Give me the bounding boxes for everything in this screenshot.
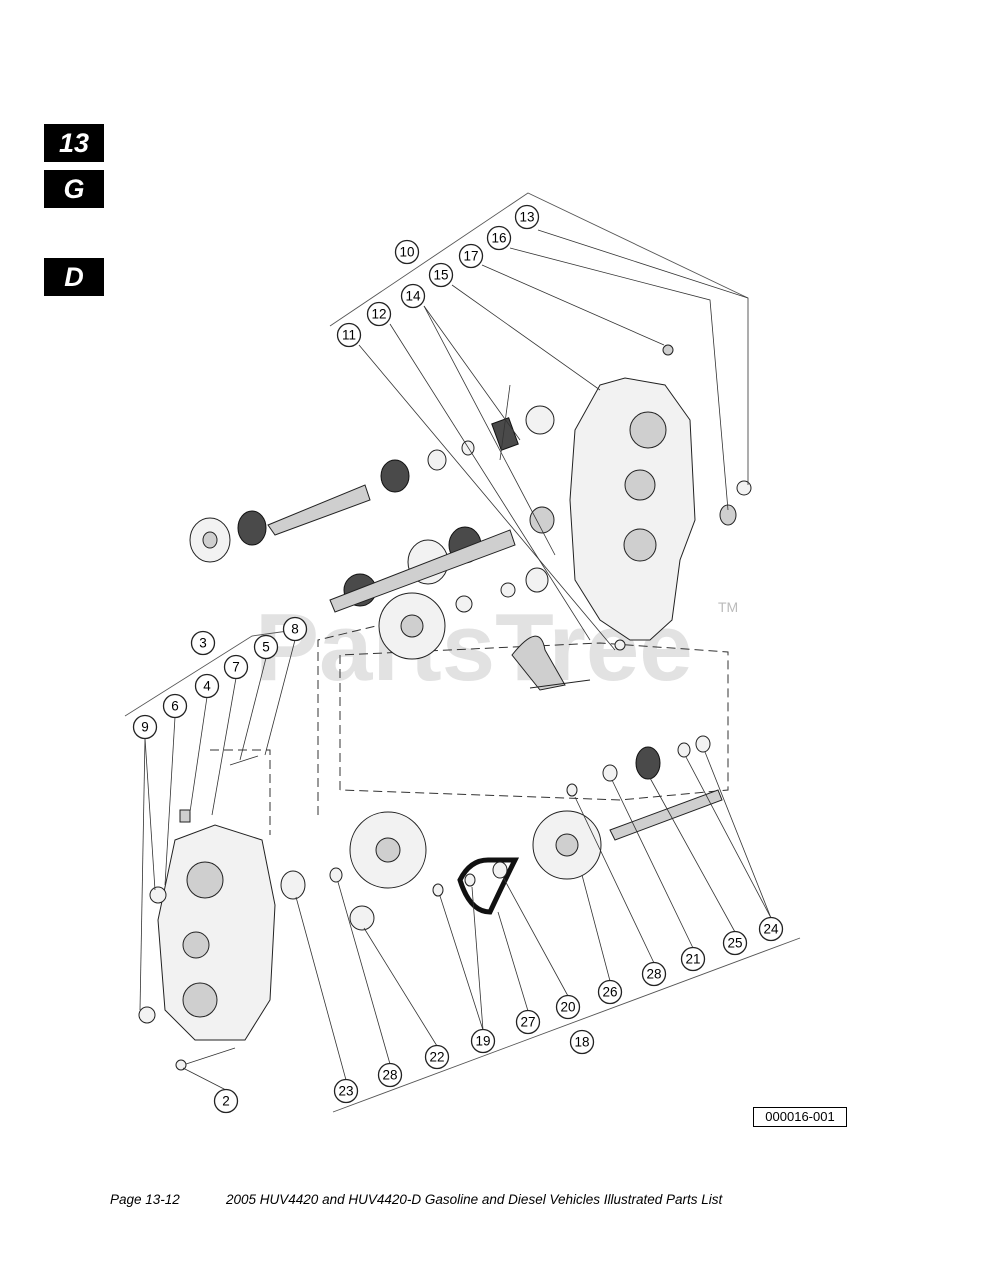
callout-28: 28 — [377, 1062, 403, 1088]
section-tab-g: G — [44, 170, 104, 208]
upper-shaft-gears — [189, 384, 626, 691]
callout-label: 25 — [727, 936, 742, 951]
callout-label: 28 — [382, 1068, 397, 1083]
section-tab-d: D — [44, 258, 104, 296]
callout-label: 9 — [141, 720, 149, 735]
callout-11: 11 — [336, 322, 362, 348]
callout-group: 13 16 10 17 15 14 12 11 8 3 5 7 4 6 9 24 25 21 28 26 20 27 18 1… — [132, 204, 784, 1114]
callout-19: 19 — [470, 1028, 496, 1054]
callout-label: 24 — [763, 922, 779, 937]
callout-18: 18 — [569, 1029, 595, 1055]
callout-label: 27 — [520, 1015, 535, 1030]
callout-17: 17 — [458, 243, 484, 269]
callout-label: 17 — [463, 249, 478, 264]
lower-gear-train — [280, 735, 723, 931]
callout-label: 11 — [342, 328, 356, 343]
callout-14: 14 — [400, 283, 426, 309]
callout-24: 24 — [758, 916, 784, 942]
callout-10: 10 — [394, 239, 420, 265]
callout-label: 20 — [560, 1000, 575, 1015]
callout-label: 13 — [519, 210, 534, 225]
callout-label: 10 — [399, 245, 414, 260]
upper-gear-case — [569, 344, 752, 641]
callout-22: 22 — [424, 1044, 450, 1070]
callout-label: 26 — [602, 985, 617, 1000]
leader-lines — [139, 229, 772, 1091]
alignment-dashes — [210, 624, 729, 835]
callout-label: 6 — [171, 699, 179, 714]
callout-label: 4 — [203, 679, 211, 694]
callout-label: 23 — [338, 1084, 353, 1099]
callout-label: 18 — [574, 1035, 589, 1050]
callout-label: 15 — [433, 268, 448, 283]
callout-20: 20 — [555, 994, 581, 1020]
callout-15: 15 — [428, 262, 454, 288]
callout-12: 12 — [366, 301, 392, 327]
bracket-lower-assembly — [332, 937, 801, 1113]
bracket-upper-assembly — [329, 192, 749, 327]
callout-28: 28 — [641, 961, 667, 987]
callout-label: 8 — [291, 622, 299, 637]
callout-13: 13 — [514, 204, 540, 230]
callout-3: 3 — [190, 630, 216, 656]
section-tab-13: 13 — [44, 124, 104, 162]
footer-document-title: 2005 HUV4420 and HUV4420-D Gasoline and … — [226, 1192, 723, 1207]
watermark-trademark: TM — [718, 599, 738, 615]
callout-4: 4 — [194, 673, 220, 699]
callout-27: 27 — [515, 1009, 541, 1035]
callout-23: 23 — [333, 1078, 359, 1104]
callout-label: 12 — [371, 307, 386, 322]
callout-25: 25 — [722, 930, 748, 956]
left-gear-case — [138, 755, 276, 1071]
callout-8: 8 — [282, 616, 308, 642]
callout-label: 16 — [491, 231, 506, 246]
callout-label: 19 — [475, 1034, 490, 1049]
callout-label: 3 — [199, 636, 207, 651]
callout-label: 28 — [646, 967, 661, 982]
callout-6: 6 — [162, 693, 188, 719]
callout-16: 16 — [486, 225, 512, 251]
group-brackets — [124, 192, 801, 1113]
callout-21: 21 — [680, 946, 706, 972]
callout-label: 14 — [405, 289, 421, 304]
callout-label: 22 — [429, 1050, 444, 1065]
callout-label: 7 — [232, 660, 240, 675]
callout-label: 21 — [685, 952, 700, 967]
callout-label: 2 — [222, 1094, 230, 1109]
callout-5: 5 — [253, 634, 279, 660]
callout-label: 5 — [262, 640, 270, 655]
callout-7: 7 — [223, 654, 249, 680]
callout-26: 26 — [597, 979, 623, 1005]
callout-2: 2 — [213, 1088, 239, 1114]
footer-page-number: Page 13-12 — [110, 1192, 180, 1207]
callout-9: 9 — [132, 714, 158, 740]
drawing-id: 000016-001 — [753, 1107, 847, 1127]
bracket-left-assembly — [124, 629, 296, 717]
